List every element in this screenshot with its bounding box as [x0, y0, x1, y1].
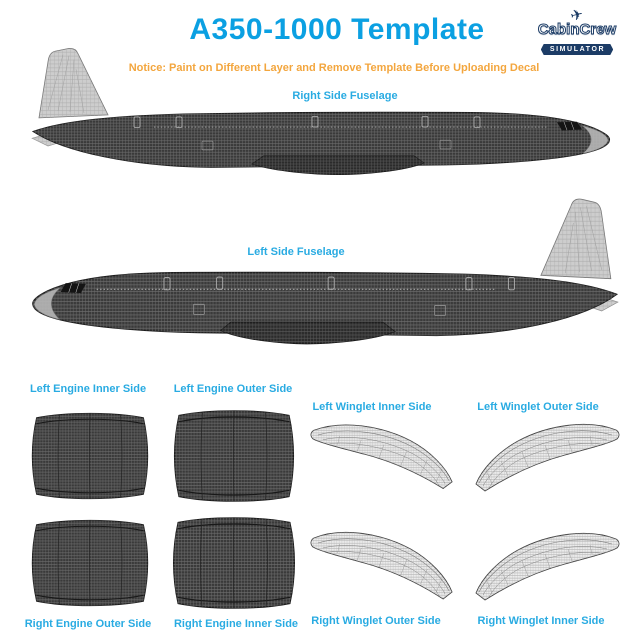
- logo-tagline: SIMULATOR: [540, 44, 614, 55]
- right-engine-inner-template: [172, 516, 296, 610]
- logo-brand: CabinCrew: [537, 21, 617, 38]
- left-winglet-inner-label: Left Winglet Inner Side: [312, 401, 432, 413]
- notice-text: Notice: Paint on Different Layer and Rem…: [128, 62, 540, 74]
- cabincrew-logo: ✈ CabinCrew SIMULATOR: [526, 6, 628, 56]
- left-engine-outer-template: [173, 409, 295, 503]
- left-winglet-inner-template: [310, 424, 453, 489]
- right-engine-inner-label: Right Engine Inner Side: [173, 618, 299, 630]
- right-winglet-outer-template: [310, 531, 453, 600]
- left-engine-outer-label: Left Engine Outer Side: [173, 383, 293, 395]
- right-winglet-outer-label: Right Winglet Outer Side: [311, 615, 441, 627]
- left-engine-inner-template: [31, 412, 149, 500]
- left-fuselage-template: [32, 198, 619, 345]
- left-fuselage-label: Left Side Fuselage: [247, 246, 345, 258]
- right-winglet-inner-template: [475, 532, 620, 601]
- left-winglet-outer-template: [475, 423, 620, 492]
- left-winglet-outer-label: Left Winglet Outer Side: [477, 401, 599, 413]
- right-fuselage-label: Right Side Fuselage: [292, 90, 398, 102]
- page-title: A350-1000 Template: [189, 13, 485, 46]
- left-engine-inner-label: Left Engine Inner Side: [29, 383, 147, 395]
- right-winglet-inner-label: Right Winglet Inner Side: [477, 615, 605, 627]
- right-engine-outer-template: [31, 519, 149, 607]
- right-fuselage-template: [31, 47, 611, 176]
- right-engine-outer-label: Right Engine Outer Side: [24, 618, 152, 630]
